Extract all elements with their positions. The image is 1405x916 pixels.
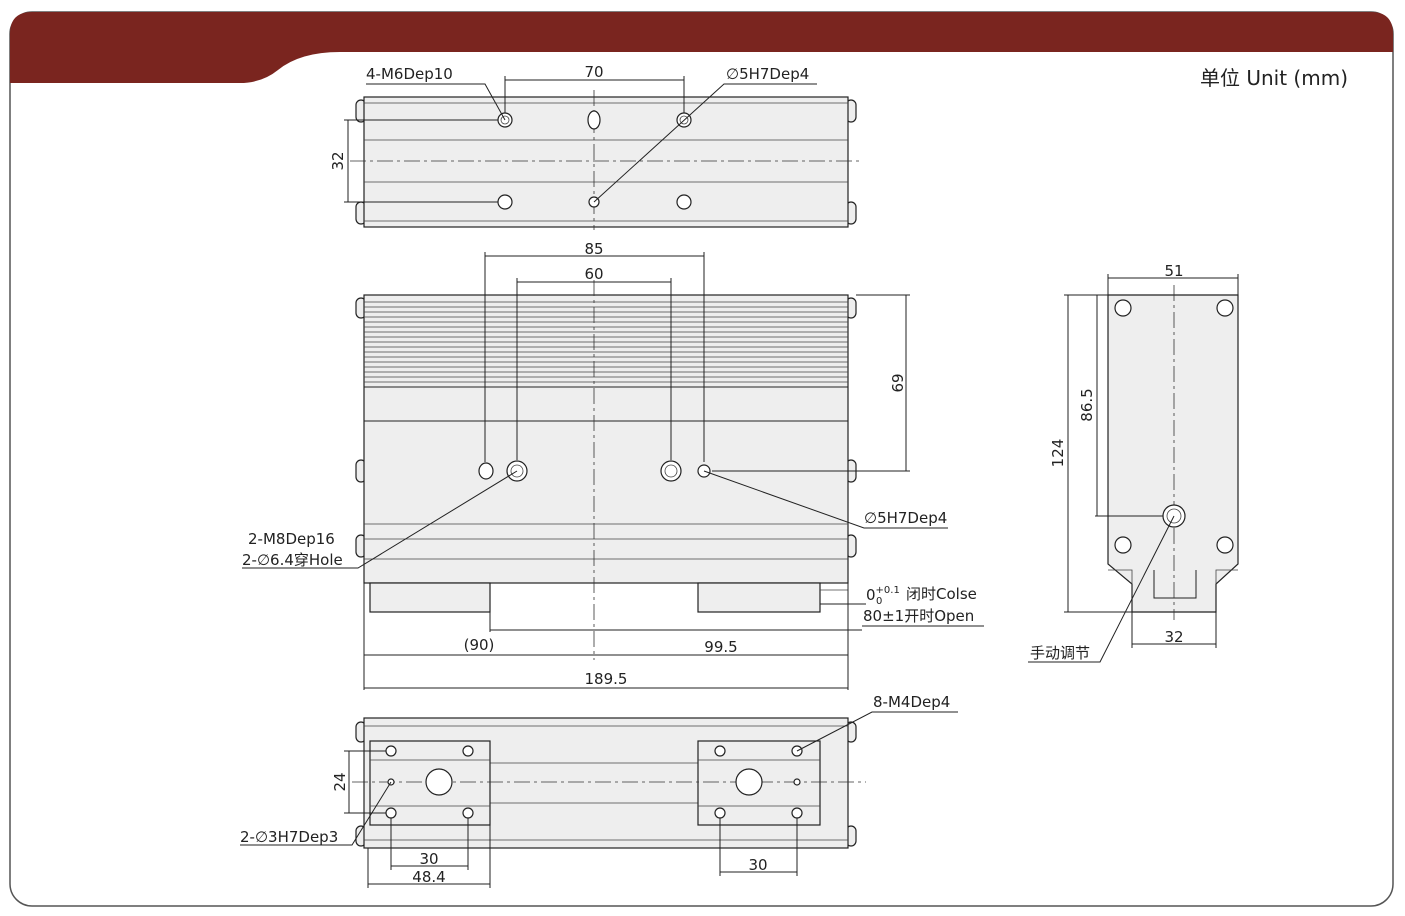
front-view-dim-189-5: 189.5 <box>585 670 628 688</box>
front-view-hole-label: 2-∅6.4穿Hole <box>242 551 343 569</box>
front-view: 85 60 69 ∅5H7Dep4 2-M8Dep16 2-∅6.4穿Hole … <box>242 240 984 690</box>
front-view-dim-90: (90) <box>464 636 495 654</box>
bottom-view-dim-30-right: 30 <box>748 856 767 874</box>
front-view-jaw-right <box>697 582 821 613</box>
side-view-dim-32: 32 <box>1164 628 1183 646</box>
front-view-body <box>363 294 849 584</box>
side-view-adjust-label: 手动调节 <box>1030 644 1090 662</box>
top-view: 70 32 4-M6Dep10 ∅5H7Dep4 <box>329 63 860 230</box>
bottom-view-thread-hole <box>714 745 726 757</box>
front-view-close-label: 闭时Colse <box>906 585 977 603</box>
front-view-dim-60: 60 <box>584 265 603 283</box>
front-view-thread-label: 2-M8Dep16 <box>248 530 335 548</box>
side-view-dim-86-5: 86.5 <box>1078 388 1096 421</box>
front-view-thread-hole <box>660 460 682 482</box>
front-view-pin-label: ∅5H7Dep4 <box>864 509 947 527</box>
bottom-view-pin-hole <box>793 778 801 786</box>
front-view-dim-85: 85 <box>584 240 603 258</box>
top-view-thread-hole <box>676 194 692 210</box>
bottom-view-thread-hole <box>462 807 474 819</box>
bottom-view-thread-hole <box>714 807 726 819</box>
top-view-thread-hole <box>497 194 513 210</box>
front-view-pin-hole <box>478 462 494 480</box>
bottom-view-threads-label: 8-M4Dep4 <box>873 693 950 711</box>
bottom-view-thread-hole <box>462 745 474 757</box>
front-view-dim-99-5: 99.5 <box>704 638 737 656</box>
side-view-hole <box>1114 299 1132 317</box>
bottom-view-pin-label: 2-∅3H7Dep3 <box>240 828 338 846</box>
bottom-view-thread-hole <box>791 807 803 819</box>
bottom-view-bore <box>735 768 763 796</box>
bottom-view-bore <box>425 768 453 796</box>
bottom-view-dim-24: 24 <box>331 772 349 791</box>
header-band <box>10 12 1393 83</box>
bottom-view-dim-30-left: 30 <box>419 850 438 868</box>
front-view-jaw-left <box>369 582 491 613</box>
side-view: 51 124 86.5 32 手动调节 <box>1028 262 1239 663</box>
side-view-hole <box>1216 299 1234 317</box>
side-view-dim-124: 124 <box>1049 439 1067 468</box>
front-view-open-label: 80±1开时Open <box>863 607 974 625</box>
front-view-close-tolerance: 0+0.1 <box>866 585 900 604</box>
top-view-body <box>363 96 849 228</box>
top-view-slot <box>587 110 601 130</box>
top-view-dim-32: 32 <box>329 151 347 170</box>
top-view-pin-label: ∅5H7Dep4 <box>726 65 809 83</box>
bottom-view-thread-hole <box>385 745 397 757</box>
top-view-dim-70: 70 <box>584 63 603 81</box>
top-view-holes-label: 4-M6Dep10 <box>366 65 453 83</box>
side-view-body <box>1107 294 1239 613</box>
bottom-view-dim-48-4: 48.4 <box>412 868 445 886</box>
bottom-view-thread-hole <box>385 807 397 819</box>
front-view-close-tolerance-sub: 0 <box>876 596 882 607</box>
front-view-dim-69: 69 <box>889 373 907 392</box>
side-view-hole <box>1114 536 1132 554</box>
side-view-dim-51: 51 <box>1164 262 1183 280</box>
front-view-ribs <box>364 301 848 388</box>
bottom-view: 24 30 48.4 30 8-M4Dep4 2-∅3H7Dep3 <box>240 693 958 888</box>
side-view-hole <box>1216 536 1234 554</box>
unit-label: 单位 Unit (mm) <box>1200 66 1348 90</box>
